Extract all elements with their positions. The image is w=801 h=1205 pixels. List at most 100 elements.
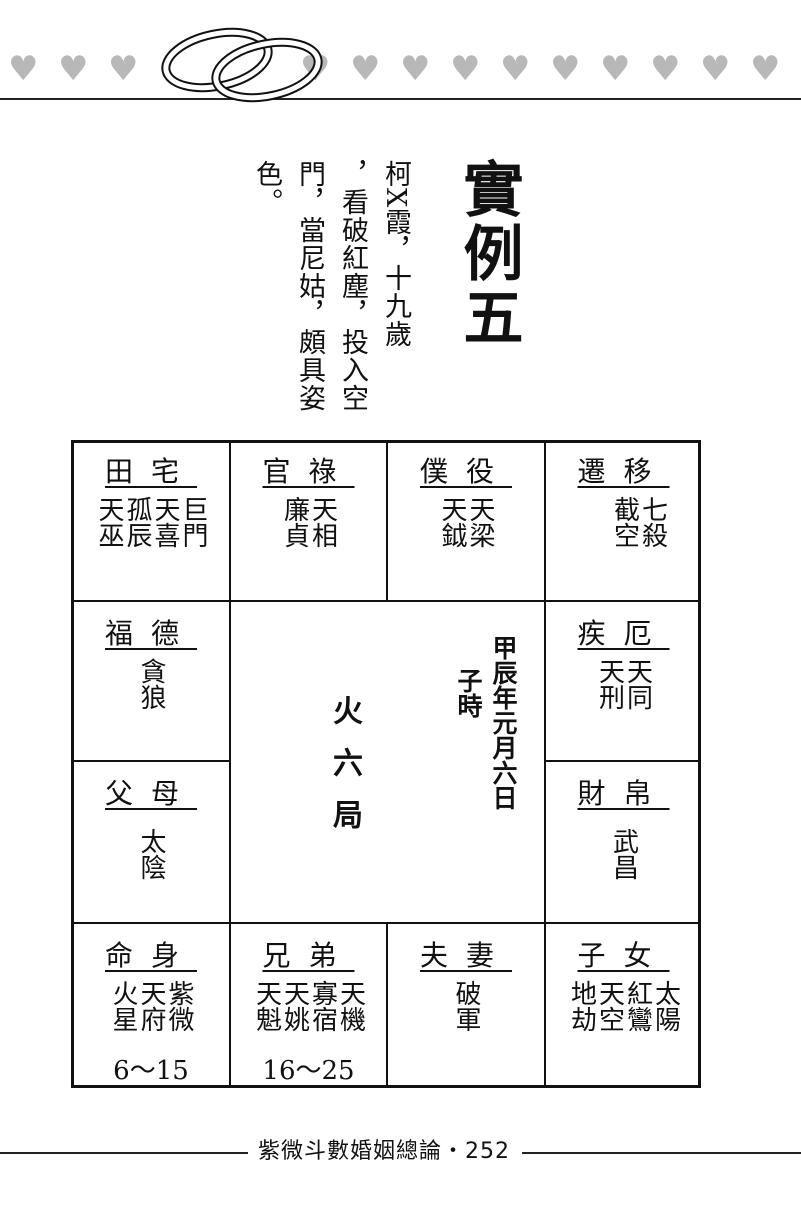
star: 太陽 xyxy=(650,980,681,1032)
palace-puyi: 僕役 天梁 天鉞 xyxy=(388,440,544,600)
grid-line xyxy=(71,760,231,762)
star: 天同 xyxy=(622,658,653,710)
star-list: 太陽 紅鸞 天空 地劫 xyxy=(546,980,701,1032)
heart-icon: ♥ xyxy=(650,49,681,89)
palace-name: 遷移 xyxy=(577,455,670,488)
star-list: 巨門 天喜 孤辰 天巫 xyxy=(71,496,231,548)
palace-name: 命身 xyxy=(104,939,197,972)
palace-guanlu: 官祿 天相 廉貞 xyxy=(231,440,386,600)
heart-icon: ♥ xyxy=(450,49,481,89)
star: 廉貞 xyxy=(279,496,310,548)
palace-xiongdi: 兄弟 天機 寡宿 天姚 天魁 16～25 xyxy=(231,924,386,1087)
star-list: 紫微 天府 火星 xyxy=(71,980,231,1032)
intro-line: 柯X霞，十九歲 xyxy=(380,160,411,349)
star: 寡宿 xyxy=(307,980,338,1032)
star: 天府 xyxy=(136,980,166,1032)
footer-rule xyxy=(0,1152,248,1154)
grid-line xyxy=(544,760,701,762)
grid-line xyxy=(71,600,701,602)
star: 紫微 xyxy=(164,980,194,1032)
grid-line xyxy=(229,440,231,1085)
star-list: 破軍 xyxy=(388,980,544,1032)
star: 天鉞 xyxy=(437,496,467,548)
star-list: 天梁 天鉞 xyxy=(388,496,544,548)
palace-name: 兄弟 xyxy=(262,939,355,972)
star: 七殺 xyxy=(637,496,668,548)
age-range: 6～15 xyxy=(113,1056,189,1086)
palace-jie: 疾厄 天同 天刑 xyxy=(546,602,701,760)
star: 孤辰 xyxy=(122,496,152,548)
page-header: ♥ ♥ ♥ ♥ ♥ ♥ ♥ ♥ ♥ ♥ ♥ ♥ ♥ xyxy=(0,0,801,110)
star: 天姚 xyxy=(279,980,310,1032)
wedding-rings-icon xyxy=(161,27,323,103)
page-title: 實例五 xyxy=(453,158,523,350)
star: 太陰 xyxy=(136,828,166,880)
grid-line xyxy=(386,924,388,1085)
heart-icon: ♥ xyxy=(600,49,631,89)
palace-name: 父母 xyxy=(104,777,197,810)
footer-rule xyxy=(522,1152,801,1154)
star-list: 貪狼 xyxy=(71,658,231,710)
heart-icon: ♥ xyxy=(700,49,731,89)
star-list: 七殺 截空 xyxy=(576,496,701,548)
intro-text: 柯X霞，十九歲 ，看破紅塵，投入空 門，當尼姑，頗具姿 色。 xyxy=(245,160,417,430)
star: 火星 xyxy=(108,980,138,1032)
heart-icon: ♥ xyxy=(108,49,139,89)
header-rule xyxy=(0,98,801,100)
star-list: 天機 寡宿 天姚 天魁 xyxy=(231,980,386,1032)
heart-icon: ♥ xyxy=(350,49,381,89)
palace-name: 夫妻 xyxy=(419,939,512,972)
palace-name: 子女 xyxy=(577,939,670,972)
grid-line xyxy=(71,922,701,924)
heart-icon: ♥ xyxy=(58,49,89,89)
star-list: 太陰 xyxy=(71,828,231,880)
star: 天機 xyxy=(335,980,366,1032)
palace-name: 財帛 xyxy=(577,777,670,810)
star: 天刑 xyxy=(594,658,625,710)
palace-fuqi: 夫妻 破軍 xyxy=(388,924,544,1082)
grid-line xyxy=(386,440,388,602)
palace-name: 田宅 xyxy=(104,455,197,488)
heart-icon: ♥ xyxy=(550,49,581,89)
star: 天梁 xyxy=(465,496,495,548)
star-list: 天相 廉貞 xyxy=(231,496,386,548)
star: 紅鸞 xyxy=(622,980,653,1032)
star: 武昌 xyxy=(608,828,639,880)
heart-icon: ♥ xyxy=(500,49,531,89)
ziwei-chart: 田宅 巨門 天喜 孤辰 天巫 官祿 天相 廉貞 僕役 天梁 天鉞 遷移 七殺 截… xyxy=(71,440,701,1088)
star: 貪狼 xyxy=(136,658,166,710)
heart-icon: ♥ xyxy=(400,49,431,89)
star: 天空 xyxy=(594,980,625,1032)
birth-date: 甲辰年元月六日 xyxy=(489,635,518,810)
intro-line: 色。 xyxy=(251,160,282,216)
star: 破軍 xyxy=(451,980,481,1032)
palace-fude: 福德 貪狼 xyxy=(71,602,231,760)
star: 天喜 xyxy=(150,496,180,548)
star: 巨門 xyxy=(178,496,208,548)
palace-qianyi: 遷移 七殺 截空 xyxy=(546,440,701,600)
palace-ming: 命身 紫微 天府 火星 6～15 xyxy=(71,924,231,1087)
grid-line xyxy=(544,440,546,1085)
palace-name: 官祿 xyxy=(262,455,355,488)
heart-icon: ♥ xyxy=(8,49,39,89)
palace-name: 疾厄 xyxy=(577,617,670,650)
intro-line: ，看破紅塵，投入空 xyxy=(337,160,368,412)
star: 地劫 xyxy=(566,980,597,1032)
palace-caibo: 財帛 武昌 xyxy=(546,762,701,922)
star: 截空 xyxy=(609,496,640,548)
palace-tianzhai: 田宅 巨門 天喜 孤辰 天巫 xyxy=(71,440,231,600)
palace-name: 僕役 xyxy=(419,455,512,488)
palace-zinv: 子女 太陽 紅鸞 天空 地劫 xyxy=(546,924,701,1082)
star: 天相 xyxy=(307,496,338,548)
star-list: 天同 天刑 xyxy=(546,658,701,710)
palace-name: 福德 xyxy=(104,617,197,650)
chart-bureau: 火六局 xyxy=(327,695,362,851)
palace-fumu: 父母 太陰 xyxy=(71,762,231,922)
heart-icon: ♥ xyxy=(750,49,781,89)
heart-border: ♥ ♥ ♥ ♥ ♥ ♥ ♥ ♥ ♥ ♥ ♥ ♥ ♥ xyxy=(0,52,801,92)
star: 天巫 xyxy=(94,496,124,548)
star-list: 武昌 xyxy=(546,828,701,880)
star: 天魁 xyxy=(251,980,282,1032)
age-range: 16～25 xyxy=(262,1056,355,1086)
intro-line: 門，當尼姑，頗具姿 xyxy=(294,160,325,412)
